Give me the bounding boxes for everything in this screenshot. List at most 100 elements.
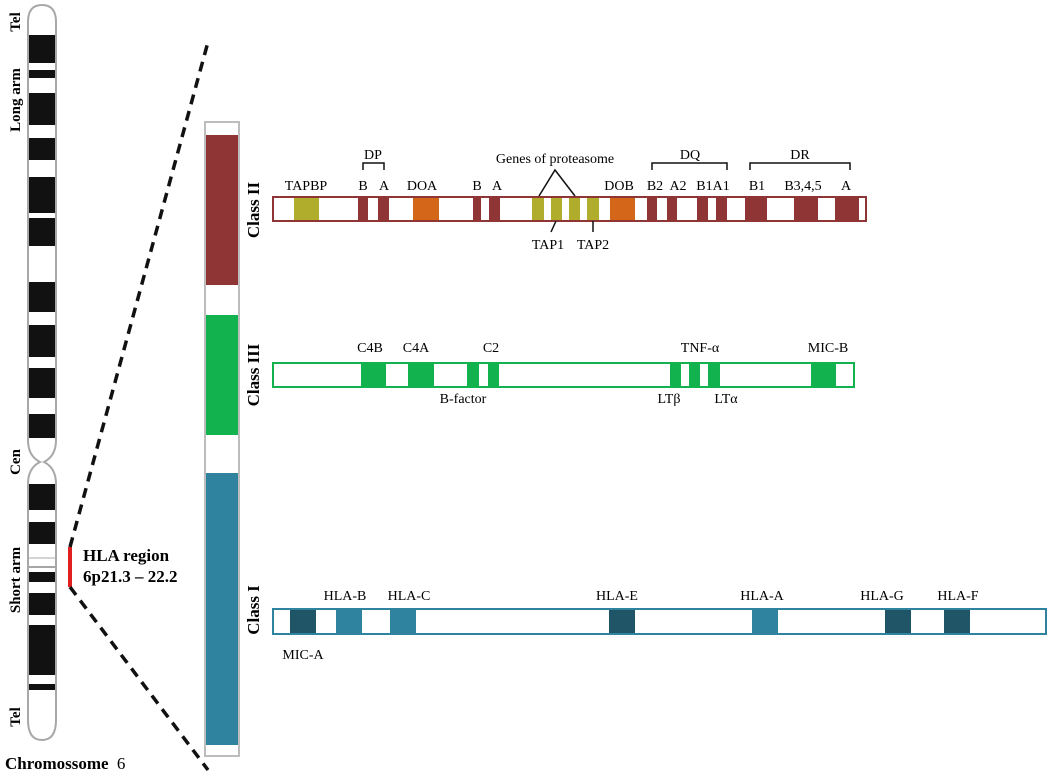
label-tnf: TNF-α — [681, 341, 720, 356]
class1-segment — [206, 473, 238, 745]
dp-bracket — [362, 162, 385, 170]
class1-row: HLA-B HLA-C HLA-E HLA-A HLA-G HLA-F MIC-… — [272, 589, 1047, 663]
band — [29, 325, 55, 357]
gene-proteasome-2 — [569, 198, 580, 220]
gene-dqb1 — [697, 198, 708, 220]
label-mica: MIC-A — [282, 648, 324, 663]
class3-labels: C4B C4A C2 TNF-α MIC-B B-factor LTβ LTα — [357, 341, 848, 407]
label-hla-g: HLA-G — [860, 589, 904, 604]
label-d-a: A — [492, 179, 503, 194]
gene-drb345 — [794, 198, 818, 220]
label-dr-b345: B3,4,5 — [784, 179, 821, 194]
gene-dqa1 — [716, 198, 727, 220]
gene-lta — [708, 364, 720, 386]
gene-dra — [835, 198, 859, 220]
tap1-leader — [550, 220, 557, 233]
gene-tap1 — [551, 198, 562, 220]
label-dp-a: A — [379, 179, 390, 194]
gene-da — [489, 198, 500, 220]
gene-hla-c — [390, 610, 416, 633]
label-dr-a: A — [841, 179, 852, 194]
gene-c4a — [408, 364, 434, 386]
band — [29, 414, 55, 438]
label-hla-b: HLA-B — [324, 589, 367, 604]
gene-tap2 — [587, 198, 599, 220]
gene-bfactor — [467, 364, 479, 386]
gene-db — [473, 198, 481, 220]
chromosome-caption-bold: Chromossome — [5, 754, 109, 773]
gene-micb — [811, 364, 836, 386]
tel-top-label: Tel — [8, 12, 24, 31]
proteasome-bracket — [538, 168, 576, 197]
band — [29, 572, 55, 582]
label-tapbp: TAPBP — [285, 179, 328, 194]
label-micb: MIC-B — [808, 341, 848, 356]
gene-c2 — [488, 364, 499, 386]
band — [29, 484, 55, 510]
class2-brackets — [362, 162, 851, 233]
band — [29, 625, 55, 675]
gene-hla-f — [944, 610, 970, 633]
class1-genes — [290, 610, 970, 633]
gene-tapbp — [294, 198, 319, 220]
chromosome-bands — [29, 35, 55, 690]
label-ltb: LTβ — [658, 392, 681, 407]
dq-bracket — [651, 162, 728, 170]
label-dr: DR — [790, 148, 810, 163]
band — [29, 177, 55, 213]
cen-label: Cen — [8, 448, 24, 474]
label-hla-f: HLA-F — [937, 589, 978, 604]
label-dp: DP — [364, 148, 382, 163]
gene-hla-e — [609, 610, 635, 633]
band — [29, 93, 55, 125]
zoom-line-top — [68, 41, 210, 548]
gene-hla-g — [885, 610, 911, 633]
label-tap1: TAP1 — [532, 238, 564, 253]
gene-doa — [413, 198, 439, 220]
label-tap2: TAP2 — [577, 238, 609, 253]
label-dob: DOB — [604, 179, 634, 194]
class3-track — [272, 362, 855, 388]
class3-row: C4B C4A C2 TNF-α MIC-B B-factor LTβ LTα — [272, 341, 855, 407]
zoom-line-bottom — [68, 585, 210, 772]
long-arm-label: Long arm — [8, 68, 24, 132]
gene-dqa2 — [667, 198, 677, 220]
class1-label: Class I — [244, 585, 263, 635]
gene-proteasome-1 — [532, 198, 544, 220]
class1-track — [272, 608, 1047, 635]
dr-bracket — [749, 162, 851, 170]
class1-labels: HLA-B HLA-C HLA-E HLA-A HLA-G HLA-F MIC-… — [282, 589, 978, 663]
gene-dpb — [358, 198, 368, 220]
class2-labels: TAPBP DP B A DOA B A Genes of proteasome… — [285, 148, 852, 253]
label-doa: DOA — [407, 179, 438, 194]
class2-label: Class II — [244, 182, 263, 239]
gene-c4b — [361, 364, 386, 386]
gene-hla-b — [336, 610, 362, 633]
class3-genes — [361, 364, 836, 386]
label-bfactor: B-factor — [440, 392, 487, 407]
gene-mica — [290, 610, 316, 633]
gene-drb1 — [745, 198, 767, 220]
gene-hla-a — [752, 610, 778, 633]
band — [29, 593, 55, 615]
chromosome-caption-number: 6 — [117, 754, 126, 773]
label-dq-a2: A2 — [669, 179, 686, 194]
label-hla-c: HLA-C — [388, 589, 431, 604]
gene-dqb2 — [647, 198, 657, 220]
label-c4b: C4B — [357, 341, 383, 356]
label-dq-b2: B2 — [647, 179, 663, 194]
label-dr-b1: B1 — [749, 179, 765, 194]
band — [29, 70, 55, 78]
class2-row: TAPBP DP B A DOA B A Genes of proteasome… — [272, 148, 867, 253]
hla-region-label: HLA region — [83, 546, 170, 565]
class2-genes — [294, 198, 859, 220]
label-dq: DQ — [680, 148, 700, 163]
band — [29, 684, 55, 690]
gene-dpa — [378, 198, 389, 220]
label-d-b: B — [472, 179, 481, 194]
band — [29, 282, 55, 312]
label-c2: C2 — [483, 341, 499, 356]
label-c4a: C4A — [403, 341, 430, 356]
gene-dob — [610, 198, 635, 220]
